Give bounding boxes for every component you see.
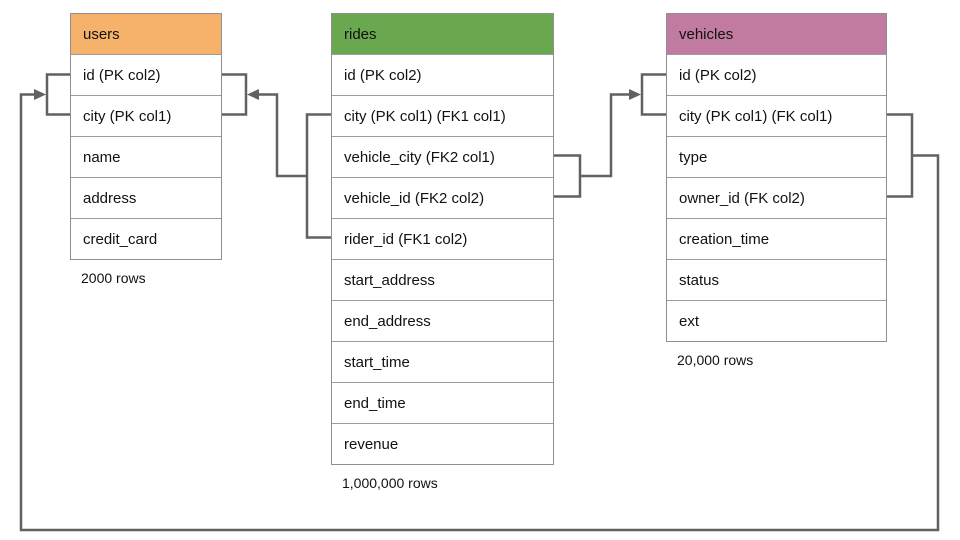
table-row: credit_card xyxy=(71,218,221,259)
rides-to-users-arrow-icon xyxy=(247,89,259,100)
table-row: city (PK col1) (FK col1) xyxy=(667,95,886,136)
rides-fk1-bracket xyxy=(305,113,331,239)
table-rides: rides id (PK col2)city (PK col1) (FK1 co… xyxy=(331,13,554,491)
table-row: creation_time xyxy=(667,218,886,259)
table-row: end_address xyxy=(332,300,553,341)
table-row: city (PK col1) xyxy=(71,95,221,136)
table-rides-header: rides xyxy=(332,14,553,54)
vehicles-pk-bracket xyxy=(640,73,666,116)
table-vehicles-rowcount: 20,000 rows xyxy=(677,352,754,368)
table-users-header: users xyxy=(71,14,221,54)
table-row: status xyxy=(667,259,886,300)
table-users-rowcount: 2000 rows xyxy=(81,270,146,286)
table-row: id (PK col2) xyxy=(667,54,886,95)
table-rides-rowcount: 1,000,000 rows xyxy=(342,475,438,491)
table-row: ext xyxy=(667,300,886,341)
table-vehicles-columns: id (PK col2)city (PK col1) (FK col1)type… xyxy=(667,54,886,341)
rides-to-vehicles-connector-line xyxy=(580,93,630,178)
table-row: vehicle_city (FK2 col1) xyxy=(332,136,553,177)
table-row: id (PK col2) xyxy=(332,54,553,95)
rides-to-users-connector-line xyxy=(258,93,307,178)
table-row: rider_id (FK1 col2) xyxy=(332,218,553,259)
table-row: type xyxy=(667,136,886,177)
table-row: owner_id (FK col2) xyxy=(667,177,886,218)
table-row: name xyxy=(71,136,221,177)
rides-to-vehicles-arrow-icon xyxy=(629,89,641,100)
table-row: address xyxy=(71,177,221,218)
table-row: revenue xyxy=(332,423,553,464)
table-row: start_time xyxy=(332,341,553,382)
users-pk-right-bracket xyxy=(222,73,248,116)
rides-fk2-bracket xyxy=(554,154,582,198)
table-vehicles-header: vehicles xyxy=(667,14,886,54)
table-row: vehicle_id (FK2 col2) xyxy=(332,177,553,218)
vehicles-to-users-arrow-icon xyxy=(34,89,46,100)
table-row: start_address xyxy=(332,259,553,300)
table-row: id (PK col2) xyxy=(71,54,221,95)
table-row: city (PK col1) (FK1 col1) xyxy=(332,95,553,136)
table-vehicles: vehicles id (PK col2)city (PK col1) (FK … xyxy=(666,13,887,368)
table-rides-columns: id (PK col2)city (PK col1) (FK1 col1)veh… xyxy=(332,54,553,464)
vehicles-fk-bracket xyxy=(886,113,914,198)
users-pk-left-bracket xyxy=(45,73,70,116)
table-row: end_time xyxy=(332,382,553,423)
